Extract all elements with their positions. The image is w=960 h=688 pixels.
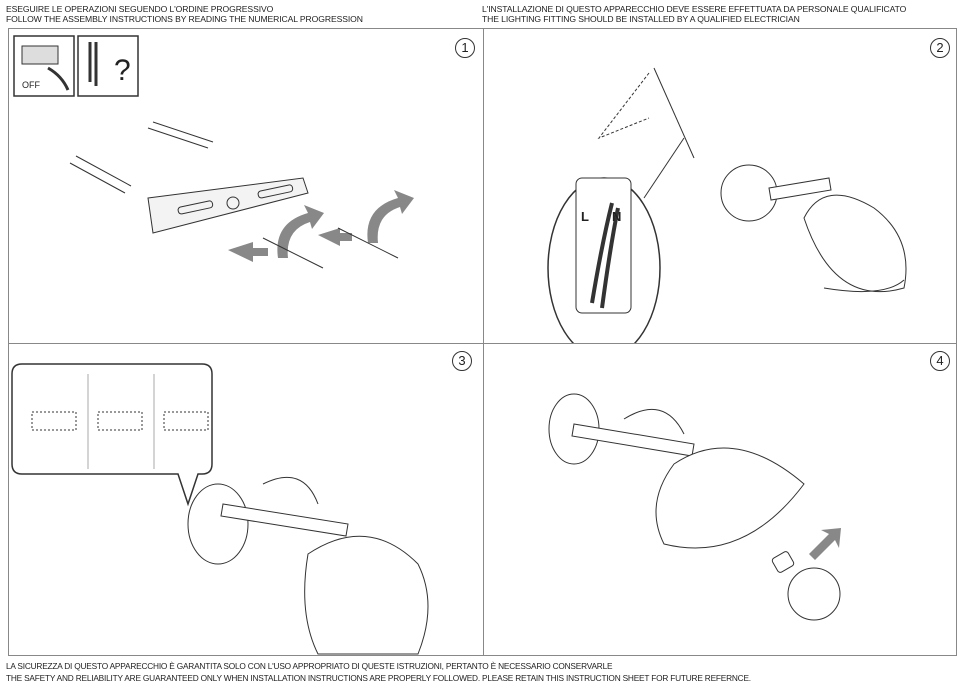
switch-off-label: OFF [22, 80, 40, 90]
light-bulb [771, 551, 841, 621]
step-number-2: 2 [930, 38, 950, 58]
tools-question-label: ? [114, 54, 131, 87]
step-number-4: 4 [930, 351, 950, 371]
header-left-italian: ESEGUIRE LE OPERAZIONI SEGUENDO L'ORDINE… [6, 4, 274, 14]
arrow-icon [228, 228, 352, 262]
step-number-3: 3 [452, 351, 472, 371]
header-right-english: THE LIGHTING FITTING SHOULD BE INSTALLED… [482, 14, 800, 24]
step4-illustration [548, 393, 841, 621]
header-right-italian: L'INSTALLAZIONE DI QUESTO APPARECCHIO DE… [482, 4, 907, 14]
insert-arrow-icon [809, 528, 841, 560]
panel-divider-horizontal [8, 343, 957, 344]
step-number-1: 1 [455, 38, 475, 58]
header-left-english: FOLLOW THE ASSEMBLY INSTRUCTIONS BY READ… [6, 14, 363, 24]
wall-lamp [548, 393, 805, 549]
wall-plug [147, 121, 214, 149]
wall-bracket [147, 177, 309, 234]
footer-english: THE SAFETY AND RELIABILITY ARE GUARANTEE… [6, 673, 751, 683]
terminal-block-callout [547, 137, 685, 343]
step3-illustration [11, 363, 429, 655]
supply-wire [653, 67, 695, 159]
screw [262, 227, 399, 269]
detail-callout [11, 363, 213, 507]
header-right: L'INSTALLAZIONE DI QUESTO APPARECCHIO DE… [482, 4, 906, 24]
panel-divider-vertical [483, 28, 484, 656]
step1-illustration: OFF ? [13, 35, 414, 269]
wall-lamp [187, 476, 429, 655]
power-off-icon [13, 35, 75, 97]
terminal-l-label: L [581, 209, 589, 224]
footer-italian: LA SICUREZZA DI QUESTO APPARECCHIO È GAR… [6, 661, 613, 671]
tools-icon [77, 35, 139, 97]
step2-illustration: L N [547, 67, 907, 343]
header-left: ESEGUIRE LE OPERAZIONI SEGUENDO L'ORDINE… [6, 4, 363, 24]
rotate-arrow-icon [277, 190, 414, 258]
wall-lamp [720, 164, 907, 293]
steps-frame [8, 28, 957, 656]
wall-plug [69, 155, 132, 194]
terminal-n-label: N [612, 209, 621, 224]
